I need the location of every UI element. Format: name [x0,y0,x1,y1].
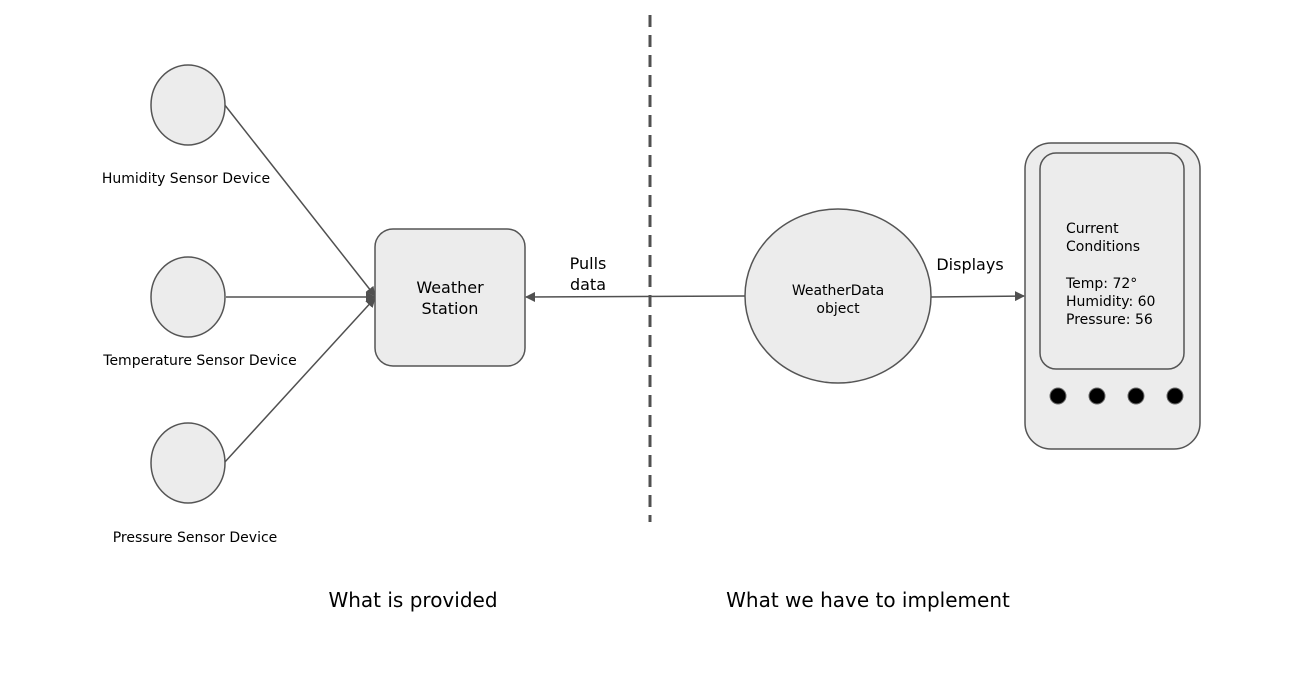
humidity-sensor-circle [150,64,226,146]
display-humidity: Humidity: 60 [1066,294,1155,310]
display-title-line1: Current [1066,221,1119,237]
weather-station-label-line2: Station [422,299,479,318]
display-button-2-icon [1088,387,1106,405]
temperature-sensor-node[interactable]: Temperature Sensor Device [102,256,297,369]
display-device-screen [1039,152,1185,370]
display-button-3-icon [1127,387,1145,405]
weather-station-node[interactable]: Weather Station [374,228,526,367]
edge-humidity-to-station [223,103,376,297]
weather-station-box [374,228,526,367]
section-left-label: What is provided [328,588,497,612]
temperature-sensor-circle [150,256,226,338]
weather-station-label-line1: Weather [416,278,484,297]
display-button-1-icon [1049,387,1067,405]
humidity-sensor-node[interactable]: Humidity Sensor Device [102,64,270,187]
edge-weatherdata-to-station [525,291,746,302]
display-pressure: Pressure: 56 [1066,312,1153,328]
pressure-sensor-node[interactable]: Pressure Sensor Device [113,422,278,546]
pressure-sensor-label: Pressure Sensor Device [113,530,278,546]
weatherdata-object-circle [744,208,932,384]
weatherdata-object-node[interactable]: WeatherData object [744,208,932,384]
temperature-sensor-label: Temperature Sensor Device [102,353,296,369]
pull-edge-label-line1: Pulls [570,254,607,273]
edge-weatherdata-to-display [930,291,1025,302]
edge-pressure-to-station [223,297,376,464]
pull-edge-label-line2: data [570,275,606,294]
weatherdata-object-label-line1: WeatherData [792,283,884,299]
display-device-node[interactable]: Current Conditions Temp: 72° Humidity: 6… [1024,142,1201,450]
display-temp: Temp: 72° [1065,276,1137,292]
weatherdata-object-label-line2: object [816,301,860,317]
display-edge-label: Displays [936,255,1003,274]
pressure-sensor-circle [150,422,226,504]
display-title-line2: Conditions [1066,239,1140,255]
display-button-4-icon [1166,387,1184,405]
section-right-label: What we have to implement [726,588,1010,612]
humidity-sensor-label: Humidity Sensor Device [102,171,270,187]
